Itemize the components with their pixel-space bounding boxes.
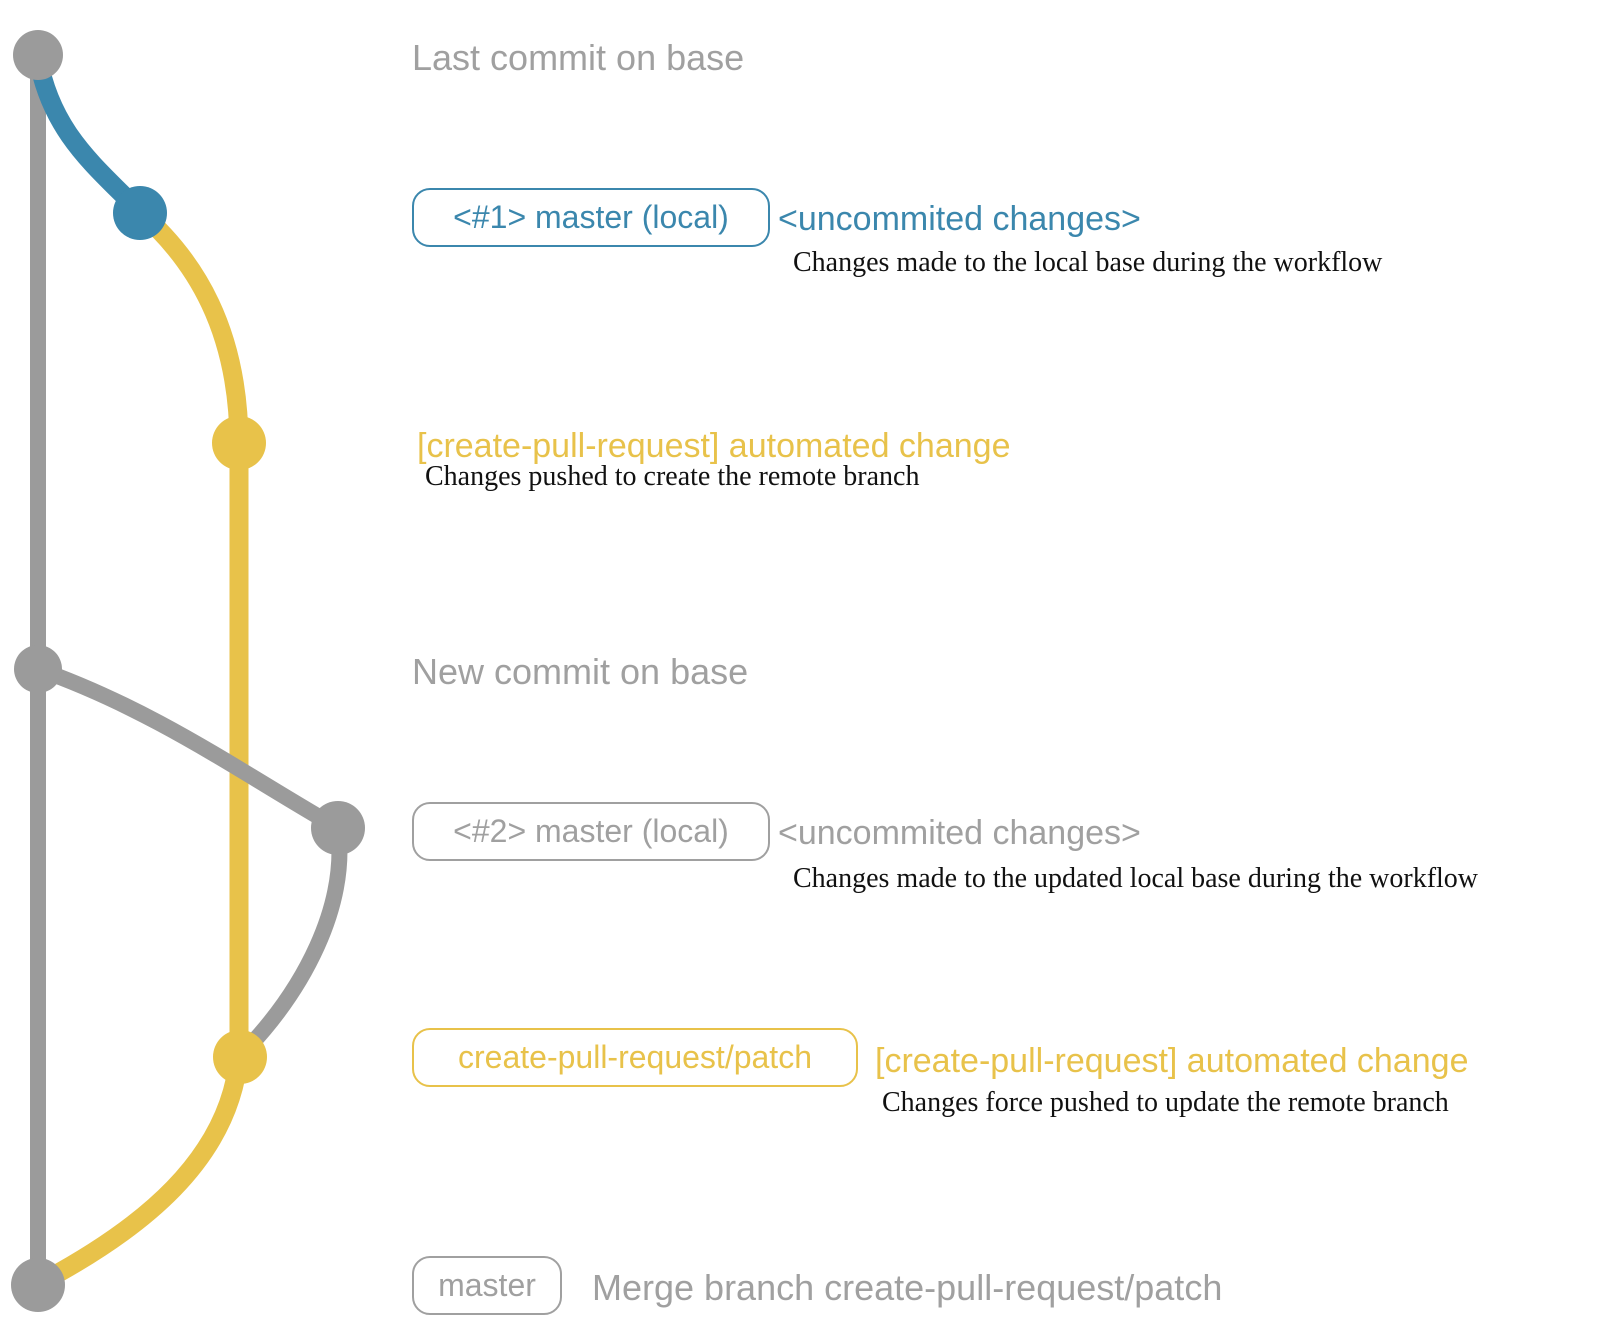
row-label-last-commit: Last commit on base: [412, 37, 745, 78]
blue-local-branch-curve: [28, 48, 150, 222]
commit-message-automated-2: [create-pull-request] automated change: [875, 1042, 1469, 1080]
gray-update-branch-path: [30, 661, 348, 1064]
note-pushed-create: Changes pushed to create the remote bran…: [425, 461, 920, 492]
branch-badge-master-local-2: <#2> master (local): [412, 802, 770, 861]
commit-dot-remote-push-1: [212, 416, 266, 470]
branch-badge-create-pull-request-patch: create-pull-request/patch: [412, 1028, 858, 1087]
branch-badge-master-local-1: <#1> master (local): [412, 188, 770, 247]
commit-message-automated-1: [create-pull-request] automated change: [417, 427, 1011, 465]
commit-message-uncommited-2: <uncommited changes>: [778, 814, 1141, 852]
note-local-changes-2: Changes made to the updated local base d…: [793, 863, 1479, 894]
graph-canvas: [11, 30, 365, 1312]
commit-dot-local-2: [311, 801, 365, 855]
commit-dot-last-base: [13, 30, 63, 80]
commit-dot-new-base: [14, 645, 62, 693]
branch-badge-master: master: [412, 1256, 562, 1315]
note-local-changes-1: Changes made to the local base during th…: [793, 247, 1383, 278]
commit-message-uncommited-1: <uncommited changes>: [778, 200, 1141, 238]
commit-dot-remote-push-2: [213, 1030, 267, 1084]
commit-message-merge: Merge branch create-pull-request/patch: [592, 1267, 1223, 1308]
commit-dot-local-1: [113, 186, 167, 240]
note-force-pushed-update: Changes force pushed to update the remot…: [882, 1087, 1449, 1118]
row-label-new-commit: New commit on base: [412, 651, 749, 692]
commit-dot-merge: [11, 1258, 65, 1312]
